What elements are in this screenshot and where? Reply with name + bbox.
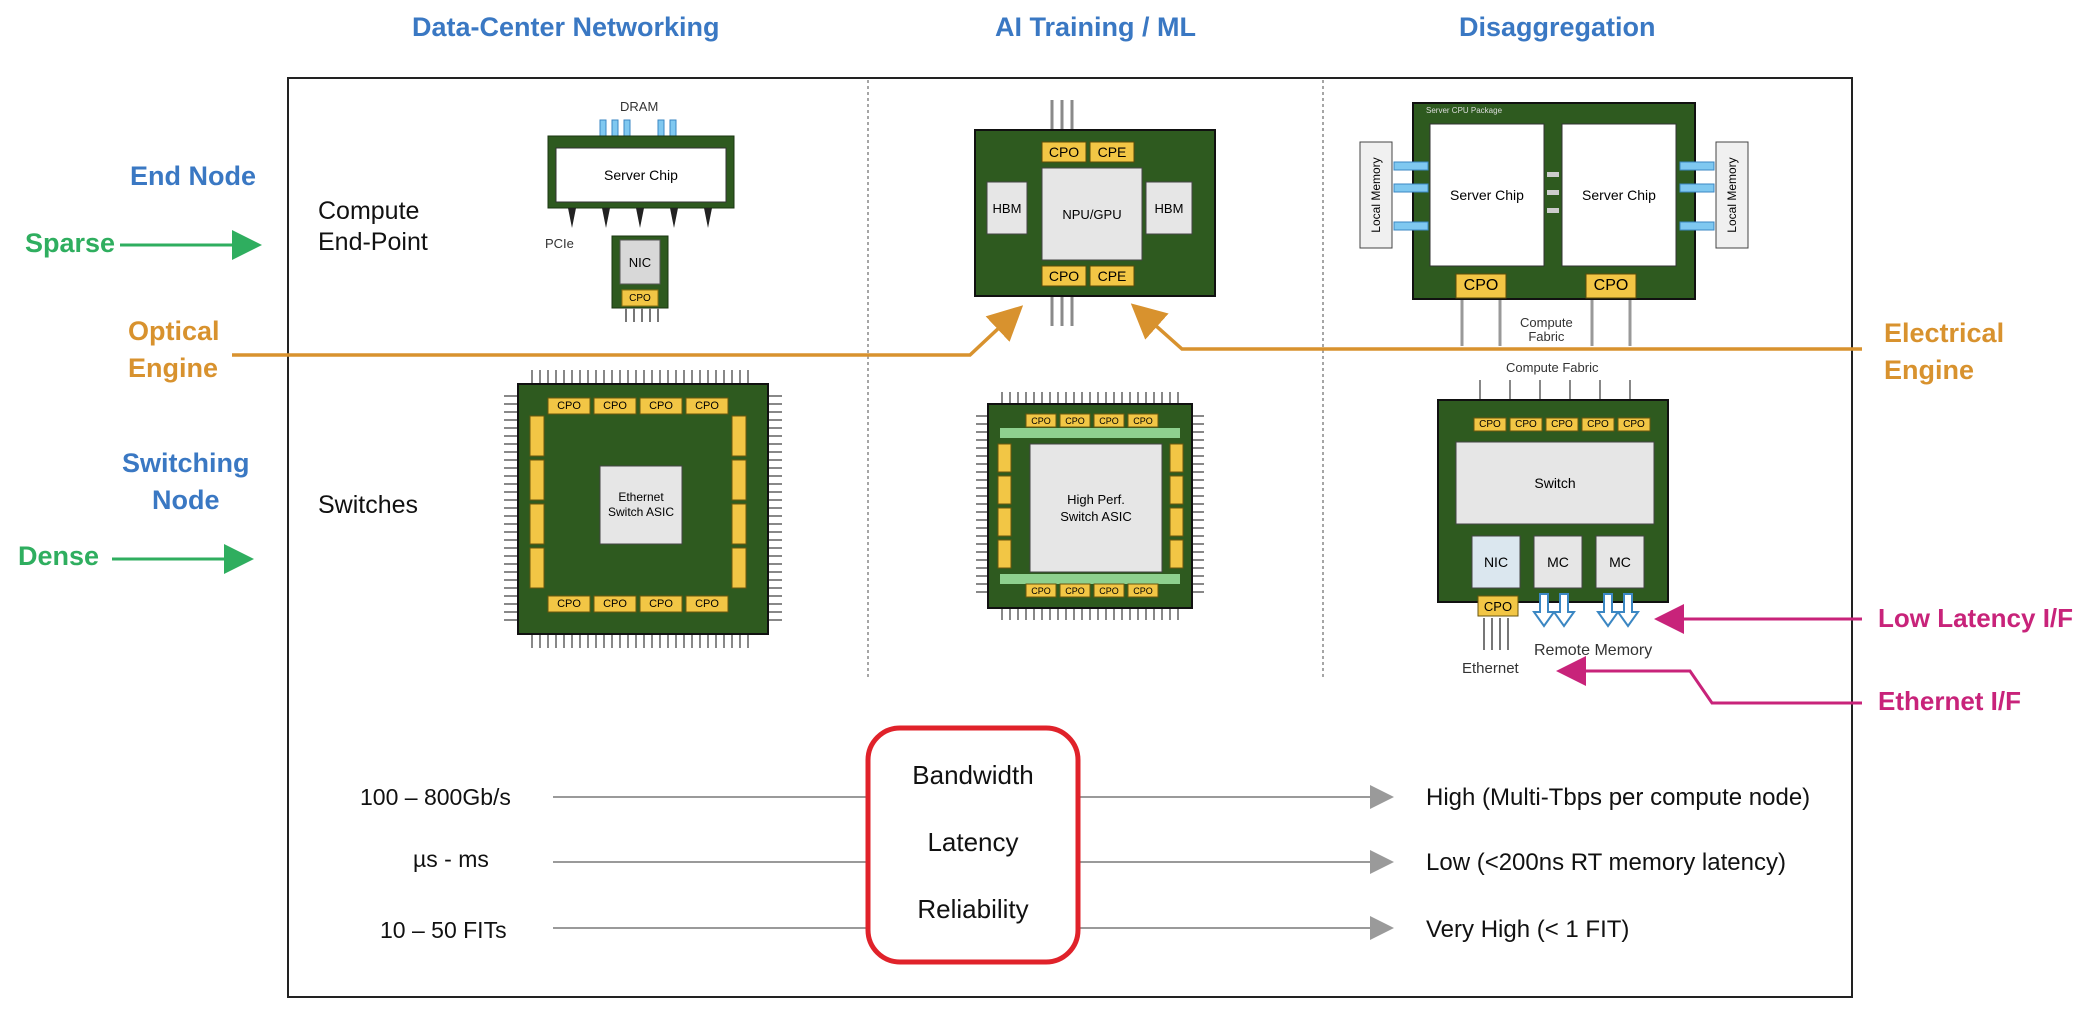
disagg-ethernet-cpo-label: CPO [1483,598,1513,614]
dc-switch-cpo-label: CPO [695,598,719,610]
ai-compute-diagram [974,100,1216,326]
electrical-engine-line [1130,303,1862,351]
switching-node-line2: Node [152,485,220,515]
ai-cpe-bottom-label: CPE [1097,268,1127,284]
disagg-server-chip-2-label: Server Chip [1582,187,1656,203]
hbm-right-label: HBM [1154,200,1184,216]
disagg-switch-cpo-label: CPO [1479,419,1501,430]
dc-nic-cpo-label: CPO [629,292,651,304]
disagg-cpo-1-label: CPO [1463,277,1499,294]
main-frame [287,77,1853,998]
ai-switch-cpo-label: CPO [1133,585,1153,596]
latency-label: Latency [927,827,1019,857]
electrical-engine-label: Electrical Engine [1884,315,2004,389]
end-node-label: End Node [130,161,256,191]
column-heading-data-center: Data-Center Networking [412,12,720,42]
dc-server-chip-label: Server Chip [604,167,678,183]
hbm-left-label: HBM [992,200,1022,216]
bandwidth-right-value: High (Multi-Tbps per compute node) [1426,784,1811,811]
disagg-server-chip-1-label: Server Chip [1450,187,1524,203]
high-perf-line2: Switch ASIC [1060,509,1132,524]
ai-switch-diagram [976,392,1204,620]
ethernet-switch-line1: Ethernet [618,490,664,504]
compute-end-point-label: Compute End-Point [318,196,428,258]
disagg-compute-diagram [1359,102,1749,346]
ethernet-switch-asic-label: Ethernet Switch ASIC [600,466,682,544]
ai-switch-cpo-label: CPO [1133,415,1153,426]
dc-switch-cpo-label: CPO [649,598,673,610]
disagg-switch-cpo-label: CPO [1551,419,1573,430]
local-memory-left-label: Local Memory [1369,157,1383,233]
optical-engine-label: Optical Engine [128,313,220,387]
high-perf-switch-asic-label: High Perf. Switch ASIC [1030,444,1162,572]
ai-switch-cpo-label: CPO [1099,415,1119,426]
switching-node-label: Switching Node [122,445,250,519]
dc-switch-cpo-label: CPO [649,400,673,412]
pcie-label: PCIe [545,236,574,251]
ai-switch-cpo-label: CPO [1031,415,1051,426]
ethernet-if-label: Ethernet I/F [1878,686,2022,716]
mc-2-label: MC [1609,554,1631,570]
compute-label-line1: Compute [318,197,420,225]
compute-label-line2: End-Point [318,228,428,256]
ethernet-if-arrow [1556,656,1862,705]
latency-right-value: Low (<200ns RT memory latency) [1426,849,1786,876]
electrical-engine-line1: Electrical [1884,318,2005,348]
switches-label: Switches [318,491,419,519]
ai-switch-cpo-label: CPO [1031,585,1051,596]
dc-switch-cpo-label: CPO [603,598,627,610]
dc-switch-cpo-label: CPO [557,598,581,610]
compute-fabric-line1: Compute [1520,315,1573,330]
disagg-switch-diagram [1437,380,1669,650]
compute-fabric-line2: Fabric [1528,329,1565,344]
disagg-switch-cpo-label: CPO [1587,419,1609,430]
switching-node-line1: Switching [122,448,250,478]
mc-1-label: MC [1547,554,1569,570]
dc-compute-diagram [547,119,735,322]
dc-switch-cpo-label: CPO [603,400,627,412]
bandwidth-label: Bandwidth [912,760,1034,790]
ethernet-switch-line2: Switch ASIC [607,505,675,519]
ai-switch-cpo-label: CPO [1065,585,1085,596]
ai-cpo-bottom-label: CPO [1048,268,1080,284]
server-cpu-package-label: Server CPU Package [1426,106,1503,115]
optical-engine-line2: Engine [128,353,219,383]
dc-nic-label: NIC [628,254,652,270]
compute-fabric-label: Compute Fabric [1506,360,1599,375]
remote-memory-label: Remote Memory [1534,642,1653,659]
high-perf-line1: High Perf. [1067,492,1125,507]
ai-cpo-top-label: CPO [1048,144,1080,160]
local-memory-right-label: Local Memory [1725,157,1739,233]
dc-switch-cpo-label: CPO [695,400,719,412]
ethernet-label: Ethernet [1462,660,1519,677]
electrical-engine-line2: Engine [1884,355,1975,385]
latency-left-value: µs - ms [413,846,489,872]
npu-gpu-label: NPU/GPU [1062,206,1122,222]
optical-engine-line1: Optical [128,316,220,346]
ai-switch-cpo-label: CPO [1065,415,1085,426]
compute-fabric-top-label: Compute Fabric [1520,316,1573,344]
low-latency-if-label: Low Latency I/F [1878,603,2074,633]
reliability-right-value: Very High (< 1 FIT) [1426,916,1630,943]
dc-switch-diagram [504,370,782,648]
disagg-switch-cpo-label: CPO [1515,419,1537,430]
column-heading-ai-training: AI Training / ML [995,12,1196,42]
ai-switch-cpo-label: CPO [1099,585,1119,596]
optical-engine-line [232,305,1024,357]
ai-cpe-top-label: CPE [1097,144,1127,160]
disagg-switch-cpo-label: CPO [1623,419,1645,430]
reliability-left-value: 10 – 50 FITs [380,917,507,943]
disagg-cpo-2-label: CPO [1593,277,1629,294]
metric-highlight-box [865,725,1081,965]
dram-label: DRAM [620,99,659,114]
disagg-switch-label: Switch [1534,475,1576,491]
dc-switch-cpo-label: CPO [557,400,581,412]
sparse-label: Sparse [25,228,116,258]
column-heading-disaggregation: Disaggregation [1459,12,1656,42]
dense-label: Dense [18,541,100,571]
reliability-label: Reliability [917,894,1029,924]
bandwidth-left-value: 100 – 800Gb/s [360,784,511,810]
disagg-nic-label: NIC [1483,554,1509,570]
